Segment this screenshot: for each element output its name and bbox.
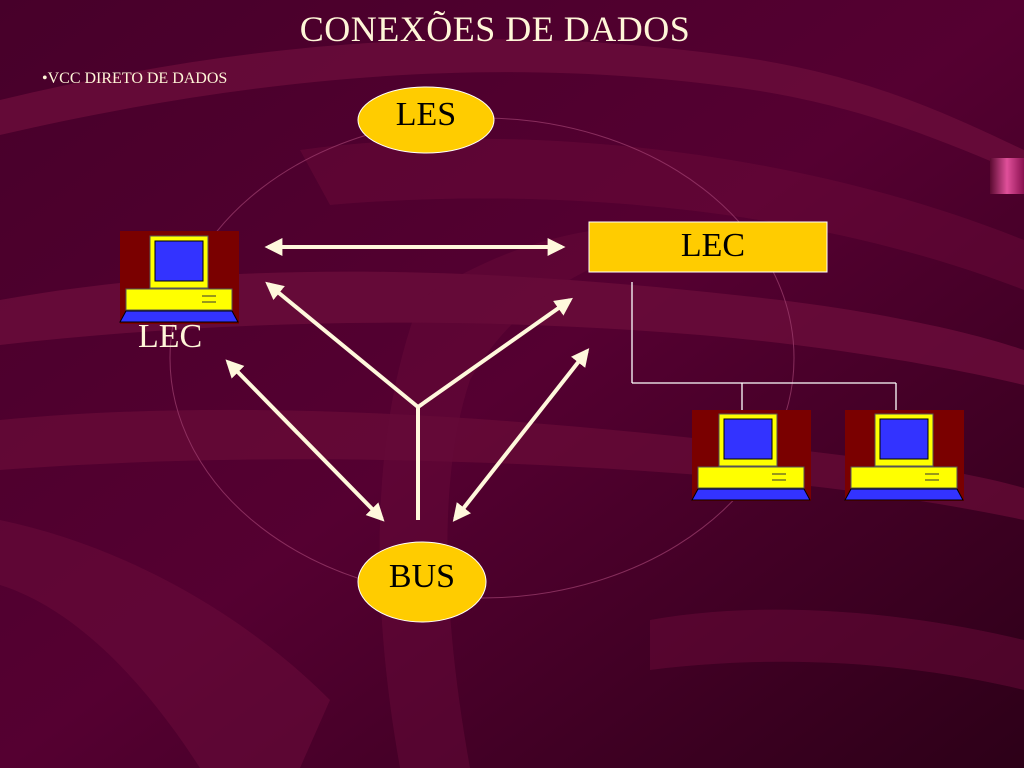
arrow-y-right <box>416 297 573 409</box>
lec-box <box>588 221 828 273</box>
lec-terminal-caption: LEC <box>138 318 203 355</box>
bus-node <box>357 541 487 623</box>
bus-label: BUS <box>388 558 456 595</box>
les-label: LES <box>395 96 457 133</box>
connection-arrows <box>225 238 590 522</box>
arrow-lec-to-bus-right <box>452 348 590 522</box>
lec-box-label: LEC <box>680 227 746 264</box>
les-node <box>357 86 495 154</box>
arrow-les-to-bus-left <box>225 359 385 522</box>
computer-icon <box>691 410 811 501</box>
slide-title: CONEXÕES DE DADOS <box>299 9 691 49</box>
arrow-y-left <box>265 281 420 409</box>
computer-icon <box>844 410 964 501</box>
decorative-tab <box>990 158 1024 194</box>
computer-icon <box>119 231 239 324</box>
lec-branch-lines <box>631 282 897 410</box>
bullet-text: •VCC DIRETO DE DADOS <box>42 70 228 87</box>
